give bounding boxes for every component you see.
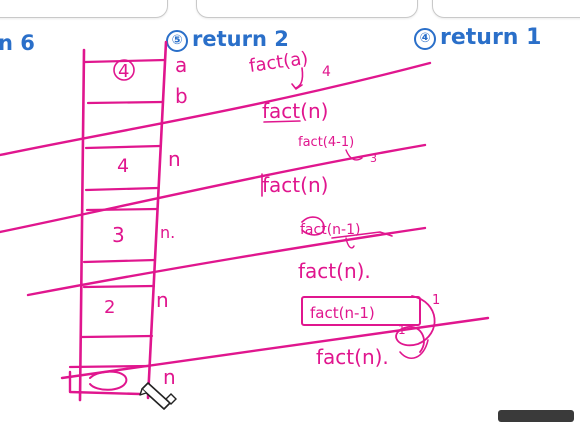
diagonal-stroke-1: [0, 61, 432, 157]
stack-bottom-loop: [89, 370, 128, 391]
stack-row-line: [84, 186, 160, 192]
diagonal-stroke-4: [60, 316, 490, 380]
stack-value-circle: [113, 59, 135, 81]
trace-arrow: [291, 67, 304, 90]
stack-right-wall: [146, 40, 168, 400]
return-1-label: return 1: [440, 25, 542, 50]
top-card-left: [0, 0, 168, 18]
stack-value-label: 3: [112, 223, 125, 247]
var-label-n: n: [156, 288, 169, 312]
stack-row-line: [82, 258, 157, 264]
stack-row-line: [84, 144, 162, 150]
trace-underline: [263, 120, 301, 123]
trace-mark: 3: [370, 152, 377, 165]
trace-line: fact(n-1): [310, 304, 375, 322]
pen-cursor-icon: [139, 382, 177, 410]
stack-row-line: [80, 334, 154, 339]
stack-row-line: [68, 364, 152, 369]
trace-connector: [399, 339, 429, 360]
trace-scribble: [301, 216, 393, 239]
trace-line: fact(a): [248, 48, 310, 77]
stack-bottom-scribble: [68, 370, 142, 396]
diagonal-stroke-2: [0, 143, 427, 234]
step-number-5: ⑤: [166, 30, 188, 52]
stack-row-line: [82, 284, 156, 289]
return-2-label: return 2: [192, 27, 289, 51]
trace-arrow: [345, 237, 355, 249]
trace-line: fact(n).: [298, 259, 371, 283]
trace-mark: 1: [398, 323, 406, 337]
highlight-box: [301, 296, 421, 326]
step-number-4: ④: [414, 28, 436, 50]
bottom-toolbar-strip: [498, 410, 574, 422]
stack-row-line: [85, 207, 159, 212]
stack-value-label: 4: [118, 61, 129, 82]
trace-mark: 1: [432, 293, 440, 308]
stack-left-wall: [78, 48, 86, 402]
trace-line: fact(n): [262, 173, 328, 197]
trace-arrow: [345, 149, 363, 161]
stack-value-label: 2: [104, 297, 115, 318]
top-card-right: [432, 0, 580, 18]
var-label-n: n.: [160, 223, 175, 242]
stack-row-line: [83, 58, 167, 64]
trace-line: fact(n): [262, 99, 328, 123]
stack-row-line: [86, 100, 164, 105]
trace-swirl: [395, 295, 436, 353]
trace-line: fact(n-1): [300, 222, 360, 238]
var-label-a: a: [175, 53, 187, 77]
top-card-middle: [196, 0, 418, 18]
trace-line: fact(n).: [316, 345, 389, 369]
var-label-n: n: [163, 365, 176, 389]
var-label-n: n: [168, 147, 181, 171]
trace-line: fact(4-1): [298, 135, 354, 150]
trace-mark: 4: [322, 64, 331, 80]
header-left-fragment: n 6: [0, 31, 35, 55]
stack-value-label: 4: [117, 155, 129, 177]
var-label-b: b: [175, 84, 188, 108]
